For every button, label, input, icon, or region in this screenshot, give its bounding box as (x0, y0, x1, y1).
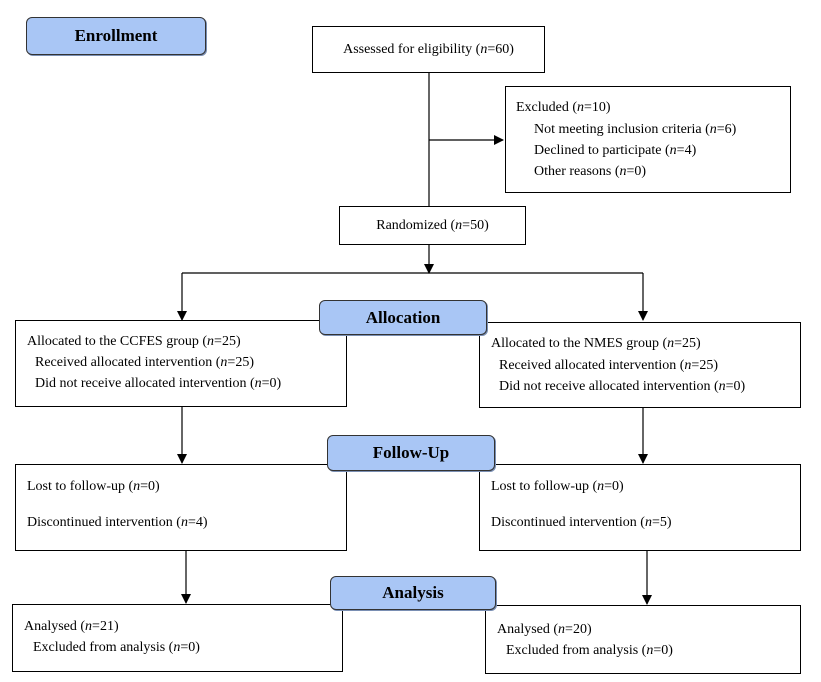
excluded-item: Not meeting inclusion criteria (n=6) (534, 122, 737, 137)
stage-allocation: Allocation (319, 300, 487, 335)
randomized-text: Randomized (n=50) (376, 217, 489, 233)
nmes-received-text: Received allocated intervention (n=25) (499, 358, 718, 373)
ccfes-excluded-analysis-text: Excluded from analysis (n=0) (33, 640, 200, 655)
assessed-text: Assessed for eligibility (n=60) (343, 41, 514, 57)
nmes-lost-text: Lost to follow-up (n=0) (491, 479, 624, 494)
assessed-box: Assessed for eligibility (n=60) (312, 26, 545, 73)
nmes-analysis-box: Analysed (n=20) Excluded from analysis (… (485, 605, 801, 674)
nmes-allocation-box: Allocated to the NMES group (n=25) Recei… (479, 322, 801, 408)
stage-analysis: Analysis (330, 576, 496, 610)
excluded-item: Other reasons (n=0) (534, 164, 647, 179)
ccfes-analysis-box: Analysed (n=21) Excluded from analysis (… (12, 604, 343, 672)
excluded-title: Excluded (n=10) (516, 100, 611, 115)
randomized-box: Randomized (n=50) (339, 206, 526, 245)
nmes-not-received-text: Did not receive allocated intervention (… (499, 379, 746, 394)
ccfes-allocated-text: Allocated to the CCFES group (n=25) (27, 334, 241, 349)
nmes-excluded-analysis-text: Excluded from analysis (n=0) (506, 643, 673, 658)
stage-enrollment: Enrollment (26, 17, 206, 55)
ccfes-followup-box: Lost to follow-up (n=0) Discontinued int… (15, 464, 347, 551)
ccfes-received-text: Received allocated intervention (n=25) (35, 355, 254, 370)
excluded-box: Excluded (n=10) Not meeting inclusion cr… (505, 86, 791, 193)
ccfes-analysed-text: Analysed (n=21) (24, 619, 119, 634)
ccfes-lost-text: Lost to follow-up (n=0) (27, 479, 160, 494)
excluded-item: Declined to participate (n=4) (534, 143, 697, 158)
nmes-analysed-text: Analysed (n=20) (497, 622, 592, 637)
nmes-discontinued-text: Discontinued intervention (n=5) (491, 515, 672, 530)
ccfes-discontinued-text: Discontinued intervention (n=4) (27, 515, 208, 530)
ccfes-not-received-text: Did not receive allocated intervention (… (35, 376, 282, 391)
nmes-allocated-text: Allocated to the NMES group (n=25) (491, 336, 701, 351)
nmes-followup-box: Lost to follow-up (n=0) Discontinued int… (479, 464, 801, 551)
ccfes-allocation-box: Allocated to the CCFES group (n=25) Rece… (15, 320, 347, 407)
stage-follow-up: Follow-Up (327, 435, 495, 471)
